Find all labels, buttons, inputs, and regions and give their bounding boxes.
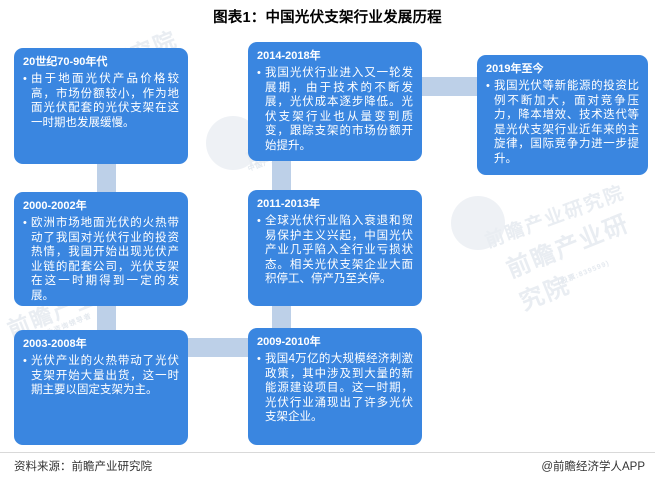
node-year-label: 2019年至今 — [486, 63, 544, 75]
watermark-text: 前瞻产业研究院 — [502, 209, 634, 317]
watermark-code: (股票:839599) — [556, 259, 611, 288]
connector-horizontal-row3 — [186, 338, 252, 357]
node-description: 全球光伏行业陷入衰退和贸易保护主义兴起，中国光伏产业几乎陷入全行业亏损状态。相关… — [257, 214, 413, 287]
node-year-label: 2000-2002年 — [23, 200, 87, 212]
timeline-node-2019-now[interactable]: 2019年至今 我国光伏等新能源的投资比例不断加大，面对竞争压力，降本增效、技术… — [477, 55, 648, 175]
footer-divider — [0, 452, 655, 453]
page-title: 图表1：中国光伏支架行业发展历程 — [213, 10, 442, 26]
connector-vertical-col2-bottom — [272, 303, 291, 335]
connector-vertical-col2-top — [272, 158, 291, 192]
connector-vertical-col1-bottom — [97, 304, 116, 334]
node-description: 欧洲市场地面光伏的火热带动了我国对光伏行业的投资热情，我国开始出现光伏产业链的配… — [23, 216, 179, 304]
timeline-node-2014-2018[interactable]: 2014-2018年 我国光伏行业进入又一轮发展期，由于技术的不断发展，光伏成本… — [248, 42, 422, 161]
watermark-logo-icon — [451, 196, 505, 250]
timeline-node-2011-2013[interactable]: 2011-2013年 全球光伏行业陷入衰退和贸易保护主义兴起，中国光伏产业几乎陷… — [248, 190, 422, 306]
node-description: 光伏产业的火热带动了光伏支架开始大量出货，这一时期主要以固定支架为主。 — [23, 354, 179, 398]
node-description: 我国光伏等新能源的投资比例不断加大，面对竞争压力，降本增效、技术迭代等是光伏支架… — [486, 79, 639, 167]
watermark-text: 前瞻产业研究院 — [482, 182, 628, 253]
node-description: 由于地面光伏产品价格较高，市场份额较小，作为地面光伏配套的光伏支架在这一时期也发… — [23, 71, 179, 130]
timeline-node-2003-2008[interactable]: 2003-2008年 光伏产业的火热带动了光伏支架开始大量出货，这一时期主要以固… — [14, 330, 188, 445]
source-label: 资料来源：前瞻产业研究院 — [14, 461, 152, 473]
node-year-label: 2011-2013年 — [257, 198, 320, 210]
timeline-node-2000-2002[interactable]: 2000-2002年 欧洲市场地面光伏的火热带动了我国对光伏行业的投资热情，我国… — [14, 192, 188, 306]
node-year-label: 20世纪70-90年代 — [23, 56, 108, 68]
node-year-label: 2003-2008年 — [23, 338, 87, 350]
timeline-node-2009-2010[interactable]: 2009-2010年 我国4万亿的大规模经济刺激政策，其中涉及到大量的新能源建设… — [248, 328, 422, 445]
timeline-node-1970s-1990s[interactable]: 20世纪70-90年代 由于地面光伏产品价格较高，市场份额较小，作为地面光伏配套… — [14, 48, 188, 164]
brand-label: @前瞻经济学人APP — [541, 461, 645, 473]
node-description: 我国光伏行业进入又一轮发展期，由于技术的不断发展，光伏成本逐步降低。光伏支架行业… — [257, 66, 413, 154]
connector-vertical-col1-top — [97, 160, 116, 194]
node-year-label: 2009-2010年 — [257, 336, 321, 348]
node-description: 我国4万亿的大规模经济刺激政策，其中涉及到大量的新能源建设项目。这一时期，光伏行… — [257, 352, 413, 425]
node-year-label: 2014-2018年 — [257, 50, 321, 62]
connector-horizontal-row1 — [420, 77, 482, 96]
